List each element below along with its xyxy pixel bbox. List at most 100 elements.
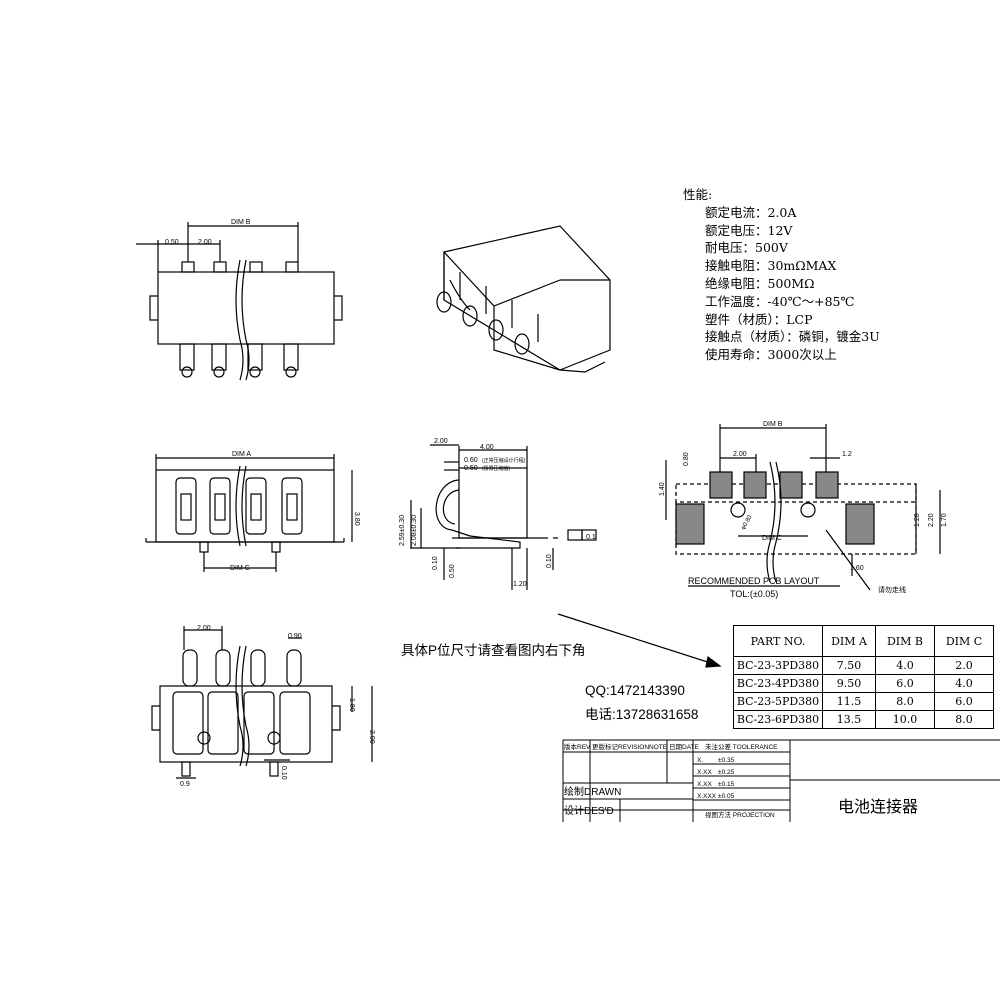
note-arrow [557, 613, 721, 667]
spec-item: 额定电流：2.0A [705, 204, 797, 220]
dim-c-front-label: DIM C [230, 565, 250, 572]
table-cell: 6.0 [934, 692, 994, 711]
spec-list: 性能: 额定电流：2.0A 额定电压：12V 耐电压：500V 接触电阻：30m… [683, 186, 880, 364]
spec-item: 接触点（材质）：磷铜，镀金3U [705, 329, 880, 345]
table-cell: 7.50 [822, 656, 876, 675]
header-dim-a: DIM A [822, 625, 876, 657]
tol-3-key: X.XX [697, 781, 712, 788]
table-cell: BC-23-5PD380 [733, 692, 823, 711]
table-row: BC-23-6PD380 13.5 10.0 8.0 [733, 710, 994, 729]
table-cell: 8.0 [934, 710, 994, 729]
flatness-label: 0.1 [586, 534, 596, 541]
phone-contact: 电话:13728631658 [585, 707, 699, 722]
dim-140-label: 1.40 [659, 482, 666, 496]
drawn-label: 绘制DRAWN [564, 785, 621, 798]
tol-1-val: ±0.35 [718, 757, 735, 764]
pcb-tolerance: TOL:(±0.05) [730, 589, 778, 599]
dim-200c-label: 2.00 [733, 451, 747, 458]
table-cell: 4.0 [934, 674, 994, 693]
dim-010c-label: 0.10 [280, 766, 287, 780]
change-label: 更版标记REVISIONNOTE [592, 742, 668, 751]
dim-200d-label: 2.00 [197, 625, 211, 632]
side-view [410, 444, 597, 590]
dim-050b-label: 0.50 [464, 465, 478, 472]
dim-010b-side-label: 0.10 [546, 554, 553, 568]
routing-note: 请勿走线 [878, 585, 906, 594]
table-cell: 8.0 [875, 692, 935, 711]
dim-a-label: DIM A [232, 451, 251, 458]
dim-180-label: 1.80 [348, 698, 355, 712]
spec-item: 接触电阻：30mΩMAX [705, 258, 837, 274]
dimension-note: 具体P位尺寸请查看图内右下角 [401, 643, 586, 658]
dim-380-label: 3.80 [353, 512, 360, 526]
spec-item: 塑件（材质）：LCP [705, 311, 813, 327]
designed-label: 设计DES'D [564, 804, 614, 817]
table-row: BC-23-5PD380 11.5 8.0 6.0 [733, 692, 994, 711]
header-dim-c: DIM C [934, 625, 994, 657]
spec-item: 工作温度：-40℃～+85℃ [705, 293, 855, 309]
spec-heading: 性能: [683, 187, 713, 202]
qq-contact: QQ:1472143390 [585, 683, 685, 698]
tol-2-val: ±0.25 [718, 769, 735, 776]
dim-09-label: 0.9 [180, 781, 190, 788]
table-cell: 2.0 [934, 656, 994, 675]
pcb-layout [665, 424, 941, 591]
dim-200b-label: 2.00 [434, 438, 448, 445]
dim-b-pcb-label: DIM B [763, 421, 783, 428]
dim-170-label: 1.70 [941, 513, 948, 527]
projection-label: 视图方法 PROJECTION [705, 810, 775, 819]
tol-3-val: ±0.15 [718, 781, 735, 788]
dim-090-label: 0.90 [288, 633, 302, 640]
dim-010-label: 0.10 [432, 556, 439, 570]
title-block-grid [562, 739, 1000, 822]
spec-item: 额定电压：12V [705, 222, 793, 238]
side-note-2: (极限压缩值) [482, 465, 511, 472]
arrow-head [705, 655, 722, 668]
header-dim-b: DIM B [875, 625, 935, 657]
spec-item: 耐电压：500V [705, 240, 788, 256]
dim-120-label: 1.20 [513, 581, 527, 588]
table-cell: BC-23-6PD380 [733, 710, 823, 729]
bottom-view [151, 626, 373, 779]
part-number-table: PART NO. DIM A DIM B DIM C BC-23-3PD380 … [733, 625, 994, 729]
tolerance-label: 未注公差 TOOLERANCE [705, 742, 778, 751]
spec-item: 使用寿命：3000次以上 [705, 347, 837, 363]
table-row: BC-23-3PD380 7.50 4.0 2.0 [733, 656, 994, 675]
dim-050c-label: 0.50 [449, 564, 456, 578]
dim-120b-label: 1.20 [914, 513, 921, 527]
date-label: 日期DATE [669, 743, 700, 751]
dim-050-label: 0.50 [165, 239, 179, 246]
top-view [136, 222, 343, 381]
dim-b-top-label: DIM B [231, 219, 251, 226]
tol-4-key: X.XXX [697, 793, 717, 800]
front-view [145, 454, 353, 572]
table-row: BC-23-4PD380 9.50 6.0 4.0 [733, 674, 994, 693]
table-cell: BC-23-3PD380 [733, 656, 823, 675]
rev-label: 版本REV [564, 742, 591, 751]
spec-item: 绝缘电阻：500MΩ [705, 275, 815, 291]
dim-160-label: 1.60 [850, 565, 864, 572]
pcb-layout-title: RECOMMENDED PCB LAYOUT [688, 576, 820, 586]
dim-220-label: 2.20 [928, 513, 935, 527]
tol-4-val: ±0.05 [718, 793, 735, 800]
hole-label: φ0.80 [741, 514, 754, 531]
table-cell: BC-23-4PD380 [733, 674, 823, 693]
dim-12-label: 1.2 [842, 451, 852, 458]
dim-060-label: 0.60 [464, 457, 478, 464]
table-cell: 10.0 [875, 710, 935, 729]
dim-200e-label: 2.00 [368, 730, 375, 744]
table-cell: 4.0 [875, 656, 935, 675]
product-name: 电池连接器 [838, 797, 919, 816]
dim-400-label: 4.00 [480, 444, 494, 451]
dim-080-label: 0.80 [683, 452, 690, 466]
table-cell: 6.0 [875, 674, 935, 693]
side-note-1: (正常压缩设计行程) [482, 457, 526, 464]
iso-view [436, 225, 611, 373]
table-header-row: PART NO. DIM A DIM B DIM C [733, 625, 994, 657]
tol-2-key: X.XX [697, 769, 712, 776]
tol-1-key: X. [697, 757, 703, 764]
table-cell: 11.5 [822, 692, 876, 711]
header-part-no: PART NO. [733, 625, 823, 657]
dim-200-label: 2.00 [198, 239, 212, 246]
